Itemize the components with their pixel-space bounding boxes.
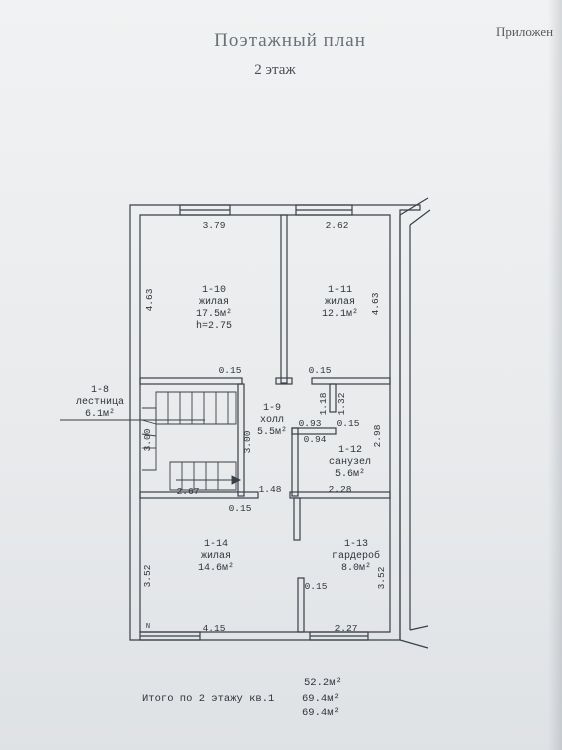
dim-left-upper: 4.63 [144,288,155,311]
room-id-114: 1-14 [204,539,228,550]
room-height-110: h=2.75 [196,320,232,332]
room-area-110: 17.5м² [196,309,232,320]
room-id-113: 1-13 [344,539,368,550]
dim-hall-bottom: 1.48 [259,484,282,495]
partition-lower [293,497,301,541]
room-area-113: 8.0м² [341,563,371,574]
dim-bath-side: 2.98 [372,424,383,447]
dim-wall-d: 0.15 [305,581,328,592]
room-id-18: 1-8 [91,385,109,396]
total-area-bottom: 69.4м² [302,707,340,719]
room-type-111: жилая [325,297,355,308]
floor-subtitle: 2 этаж [254,62,296,78]
dim-left-lower: 3.52 [142,564,153,587]
room-labels: 1-10жилая17.5м²h=2.751-11жилая12.1м²1-9х… [76,285,380,574]
room-id-110: 1-10 [202,285,226,296]
room-type-114: жилая [201,551,231,562]
dim-bath-bottom: 2.28 [329,484,352,495]
total-area-mid: 69.4м² [302,693,340,705]
corner-label: Приложен [496,24,554,39]
bathroom-wall-left [291,427,299,497]
total-area-top: 52.2м² [304,677,342,689]
room-type-112: санузел [329,457,371,468]
room-area-112: 5.6м² [335,469,365,480]
dim-wall-b: 0.15 [309,365,332,376]
wall-above-stairs [139,377,243,385]
dim-bath-wall: 0.15 [337,418,360,429]
staircase [60,391,242,491]
room-type-110: жилая [199,297,229,308]
side-wall [399,197,431,649]
dimension-labels: 3.79 2.62 4.63 4.63 0.15 0.15 1.18 1.32 0.93 0.15… [142,220,387,634]
bathroom-wall-bottom [289,491,391,499]
room-type-18: лестница [76,397,124,408]
room-id-112: 1-12 [338,445,362,456]
dim-stair-bottom: 2.67 [177,486,200,497]
dim-top-right: 2.62 [326,220,349,231]
outer-wall-outer [129,204,421,641]
room-id-111: 1-11 [328,285,352,296]
room-type-19: холл [260,415,284,426]
room-area-114: 14.6м² [198,563,234,574]
dim-bottom-left: 4.15 [203,623,226,634]
dim-bath-width: 0.94 [304,434,327,445]
dim-hall-vert-a: 1.18 [318,392,329,415]
dim-right-lower: 3.52 [376,566,387,589]
page-title: Поэтажный план [214,30,366,51]
totals-label: Итого по 2 этажу кв.1 [142,693,275,705]
dim-stair-a: 3.00 [142,428,153,451]
room-type-113: гардероб [332,549,380,562]
walls [129,197,431,649]
dim-hall-vert-b: 1.32 [336,392,347,415]
room-id-19: 1-9 [263,403,281,414]
dim-stair-b: 3.00 [242,430,253,453]
wall-below-stairs [139,491,259,499]
dim-right-upper: 4.63 [370,292,381,315]
dim-bath-top: 0.93 [299,418,322,429]
paper-shadow [548,0,562,750]
room-area-18: 6.1м² [85,409,115,420]
dim-wall-c: 0.15 [229,503,252,514]
dim-corner-mark: N [146,623,150,631]
partition-bedrooms [280,214,288,384]
dim-top-left: 3.79 [203,220,226,231]
room-area-111: 12.1м² [322,309,358,320]
dim-wall-a: 0.15 [219,365,242,376]
stair-wall [237,383,245,497]
room-area-19: 5.5м² [257,427,287,438]
dim-bottom-right: 2.27 [335,623,358,634]
wall-above-bathroom [311,377,391,385]
